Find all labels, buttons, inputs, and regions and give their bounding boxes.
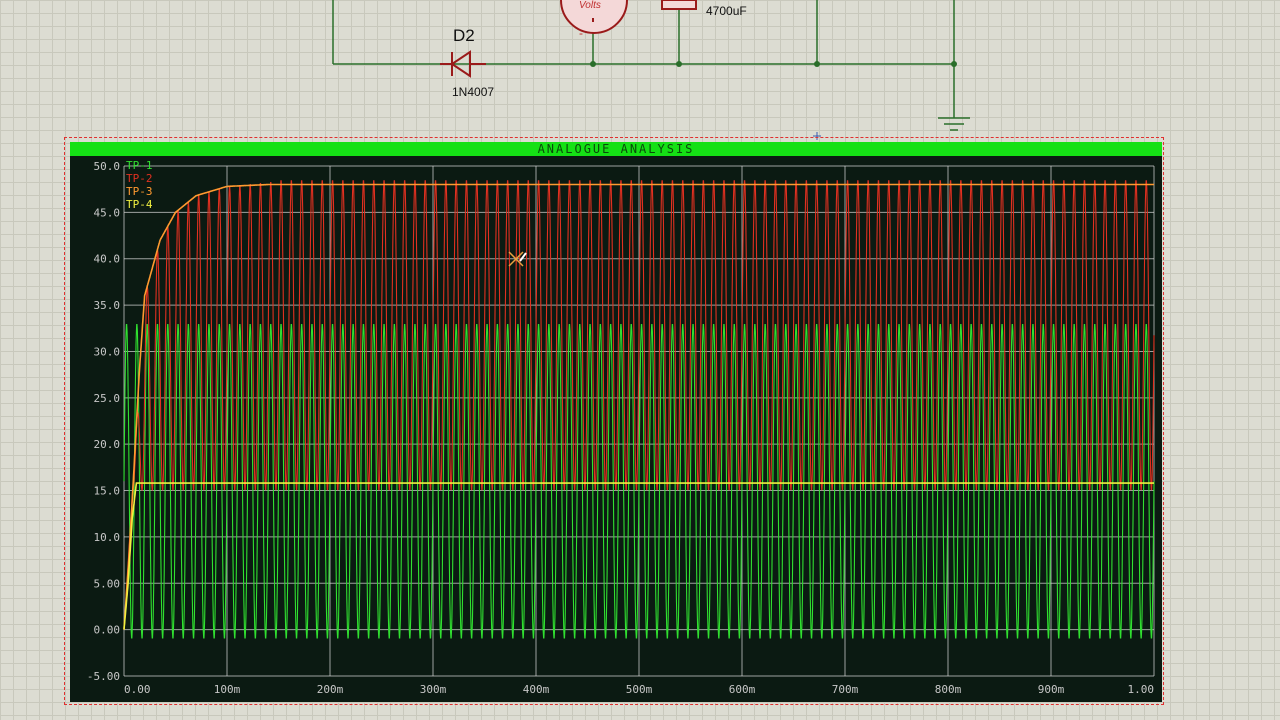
voltmeter-minus-label: - (579, 26, 583, 40)
diode-d2[interactable] (440, 50, 486, 78)
y-tick-label: 10.0 (94, 531, 121, 544)
x-tick-label: 600m (729, 683, 756, 696)
y-tick-label: 25.0 (94, 392, 121, 405)
schematic-area[interactable]: D2 1N4007 Volts - 4700uF (0, 0, 1280, 140)
capacitor[interactable] (661, 0, 697, 10)
diode-ref-label: D2 (453, 26, 475, 45)
y-tick-label: 5.00 (94, 577, 121, 590)
plot-svg[interactable]: -5.00 0.00 5.00 10.0 15.0 20.0 25.0 30.0 35.0 40.… (70, 156, 1162, 702)
series-traces (123, 180, 1155, 639)
x-tick-label: 300m (420, 683, 447, 696)
junction-dots (590, 61, 957, 67)
x-tick-label: 400m (523, 683, 550, 696)
graph-selection-frame[interactable] (64, 137, 1164, 705)
series-tp-2-trace (123, 180, 1155, 630)
y-tick-label: 45.0 (94, 206, 121, 219)
series-tp-3-trace (123, 183, 1154, 630)
schematic-wires (332, 0, 955, 118)
diode-part-label: 1N4007 (452, 85, 494, 99)
legend: TP-1TP-2TP-3TP-4 (126, 159, 153, 211)
legend-entry-tp-1: TP-1 (126, 159, 153, 172)
y-tick-label: 40.0 (94, 253, 121, 266)
x-tick-label: 1.00 (1128, 683, 1155, 696)
y-tick-label: 15.0 (94, 485, 121, 498)
y-tick-label: 30.0 (94, 345, 121, 358)
marker-icon (813, 132, 821, 140)
x-tick-label: 500m (626, 683, 653, 696)
series-tp-4-trace (123, 482, 1154, 630)
y-axis-ticks: -5.00 0.00 5.00 10.0 15.0 20.0 25.0 30.0 35.0 40.… (87, 160, 120, 683)
x-tick-label: 700m (832, 683, 859, 696)
x-tick-label: 100m (214, 683, 241, 696)
y-tick-label: 50.0 (94, 160, 121, 173)
analogue-analysis-graph[interactable]: -5.00 0.00 5.00 10.0 15.0 20.0 25.0 30.0 35.0 40.… (70, 156, 1162, 702)
voltmeter-label: Volts (579, 0, 601, 11)
graph-title: ANALOGUE ANALYSIS (70, 142, 1162, 156)
y-tick-label: 35.0 (94, 299, 121, 312)
mouse-cursor-icon (508, 251, 527, 267)
x-tick-label: 900m (1038, 683, 1065, 696)
series-tp-1-trace (123, 323, 1155, 639)
capacitor-value-label: 4700uF (706, 4, 747, 18)
legend-entry-tp-4: TP-4 (126, 198, 153, 211)
voltmeter[interactable] (560, 0, 628, 34)
y-tick-label: -5.00 (87, 670, 120, 683)
grid-lines (123, 165, 1155, 677)
legend-entry-tp-2: TP-2 (126, 172, 153, 185)
x-tick-label: 800m (935, 683, 962, 696)
y-tick-label: 0.00 (94, 624, 121, 637)
x-tick-label: 0.00 (124, 683, 151, 696)
x-tick-label: 200m (317, 683, 344, 696)
y-tick-label: 20.0 (94, 438, 121, 451)
x-axis-ticks: 0.00 100m 200m 300m 400m 500m 600m 700m 800m 900m… (124, 683, 1154, 696)
legend-entry-tp-3: TP-3 (126, 185, 153, 198)
ground-symbol (938, 117, 970, 131)
